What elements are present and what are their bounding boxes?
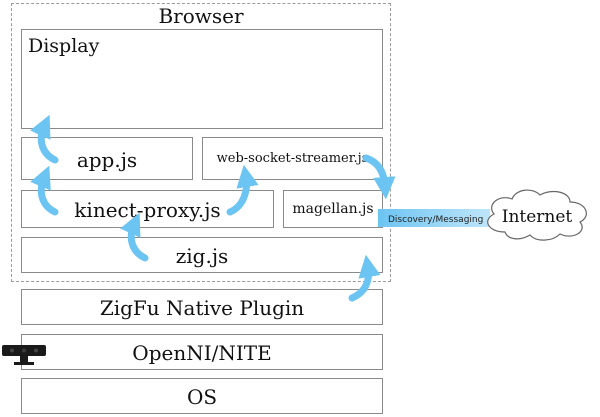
zig-js-box: zig.js	[21, 237, 383, 273]
app-js-label: app.js	[76, 148, 138, 172]
web-socket-streamer-box: web-socket-streamer.js	[202, 137, 383, 180]
display-box: Display	[21, 29, 383, 129]
os-box: OS	[21, 378, 383, 414]
kinect-proxy-box: kinect-proxy.js	[21, 190, 274, 228]
kinect-proxy-label: kinect-proxy.js	[74, 198, 221, 222]
browser-title: Browser	[158, 4, 244, 28]
discovery-connector: Discovery/Messaging	[378, 209, 490, 227]
openni-box: OpenNI/NITE	[21, 334, 383, 370]
internet-label: Internet	[502, 207, 573, 227]
native-plugin-label: ZigFu Native Plugin	[99, 296, 305, 320]
app-js-box: app.js	[21, 137, 193, 180]
openni-label: OpenNI/NITE	[132, 341, 272, 365]
display-label: Display	[28, 35, 100, 57]
magellan-box: magellan.js	[283, 190, 383, 228]
internet-cloud: Internet	[487, 189, 587, 241]
magellan-label: magellan.js	[292, 201, 374, 217]
native-plugin-box: ZigFu Native Plugin	[21, 289, 383, 325]
connector-label: Discovery/Messaging	[388, 215, 483, 225]
web-socket-streamer-label: web-socket-streamer.js	[216, 151, 369, 166]
zig-js-label: zig.js	[175, 244, 229, 268]
os-label: OS	[186, 385, 218, 409]
browser-frame	[11, 3, 391, 282]
